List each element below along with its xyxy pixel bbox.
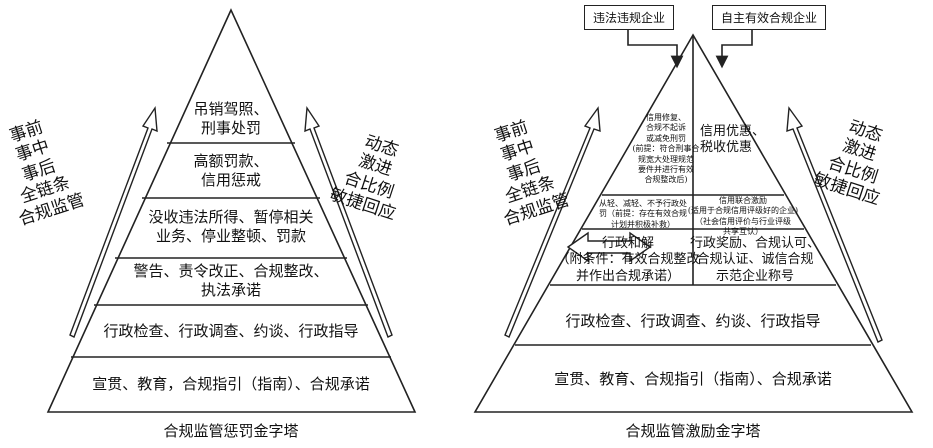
compliant-enterprise-box: 自主有效合规企业 <box>712 5 827 30</box>
left-tier-2: 高额罚款、信用惩戒 <box>193 152 269 189</box>
violating-enterprise-box: 违法违规企业 <box>584 5 675 30</box>
left-tier-3: 没收违法所得、暂停相关业务、停业整顿、罚款 <box>148 208 314 245</box>
right-right-up-arrow <box>786 106 883 343</box>
bidirectional-arrow <box>566 231 652 263</box>
right-tier-5: 行政检查、行政调查、约谈、行政指导 <box>565 312 821 330</box>
right-low-left: 行政和解（附条件：有效合规整改并作出合规承诺） <box>556 236 700 284</box>
left-tier-5: 行政检查、行政调查、约谈、行政指导 <box>103 322 359 340</box>
right-pyramid-outline <box>473 33 914 413</box>
left-caption: 合规监管惩罚金字塔 <box>163 422 299 440</box>
left-up-arrow <box>69 105 158 338</box>
right-top-right: 信用优惠、税收优惠 <box>700 124 766 156</box>
right-tier-6: 宣贯、教育、合规指引（指南）、合规承诺 <box>554 370 832 388</box>
right-left-up-arrow <box>504 106 601 338</box>
right-mid-left: 从轻、减轻、不予行政处罚（前提：存在有效合规计划并积极补救） <box>599 199 687 229</box>
left-tier-4: 警告、责令改正、合规整改、执法承诺 <box>133 262 329 299</box>
right-mid-right: 信用联合激励(适用于合规信用评级好的企业)（社会信用评价与行业评级共享互认） <box>687 196 799 237</box>
left-right-up-arrow <box>304 105 393 338</box>
right-caption: 合规监管激励金字塔 <box>625 422 761 440</box>
right-top-left: 信用修复、合规不起诉或减免刑罚(前提：符合刑事合规宽大处理规范要件并进行有效合规… <box>632 113 700 185</box>
left-pyramid-outline <box>46 8 417 413</box>
left-tier-1: 吊销驾照、刑事处罚 <box>193 100 269 137</box>
right-low-right: 行政奖励、合规认可、合规认证、诚信合规示范企业称号 <box>689 236 821 284</box>
left-tier-6: 宣贯、教育，合规指引（指南）、合规承诺 <box>92 375 370 393</box>
